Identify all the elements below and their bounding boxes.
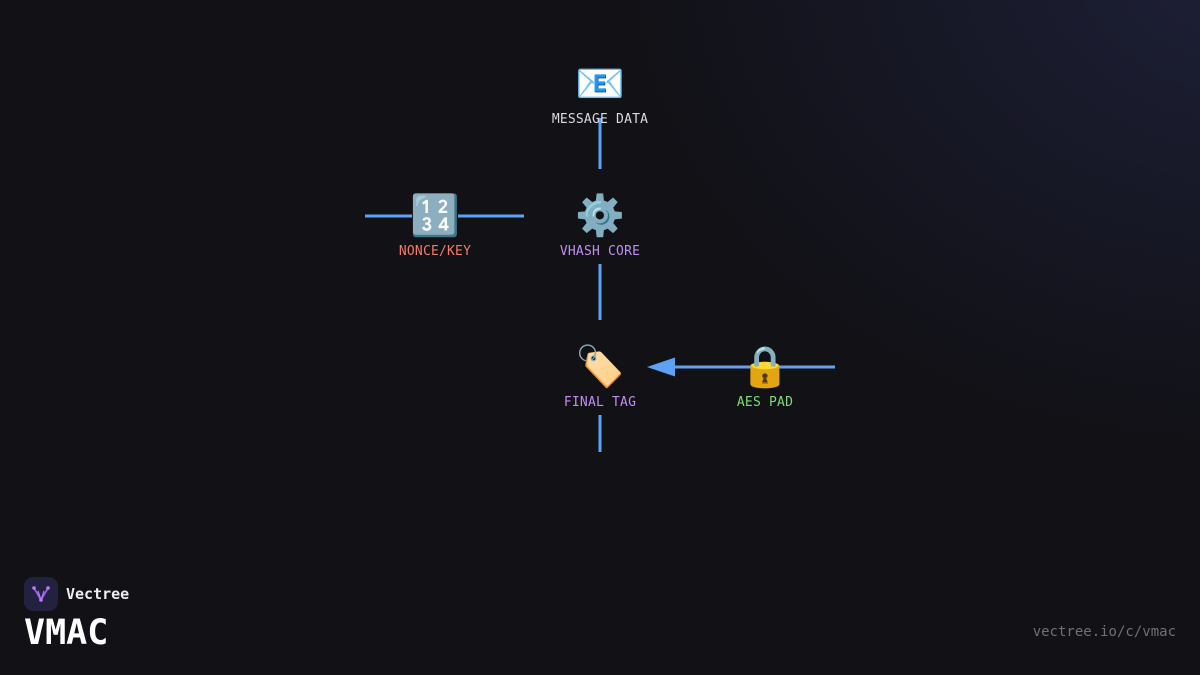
node-label-vhash-core: VHASH CORE [559,244,641,259]
node-aes-pad: 🔒 AES PAD [685,343,845,411]
vectree-logo-icon [24,577,58,611]
arrowhead-into-final-tag [647,357,675,377]
page-title: VMAC [24,613,109,653]
brand-name: Vectree [66,585,130,603]
tag-icon: 🏷️ [575,344,625,390]
vectree-logo-glyph [32,586,50,602]
lock-icon: 🔒 [740,344,790,390]
brand: Vectree [24,577,129,611]
node-vhash-core: ⚙️ VHASH CORE [520,192,680,260]
node-label-final-tag: FINAL TAG [563,395,637,410]
node-final-tag: 🏷️ FINAL TAG [520,343,680,411]
node-message-data: 📧 MESSAGE DATA [520,60,680,128]
node-label-message-data: MESSAGE DATA [551,112,649,127]
node-nonce-key: 🔢 NONCE/KEY [355,192,515,260]
gear-icon: ⚙️ [575,193,625,239]
numbers-icon: 🔢 [410,193,460,239]
footer-url: vectree.io/c/vmac [1032,624,1176,640]
envelope-icon: 📧 [575,61,625,107]
node-label-aes-pad: AES PAD [736,395,794,410]
node-label-nonce-key: NONCE/KEY [398,244,472,259]
